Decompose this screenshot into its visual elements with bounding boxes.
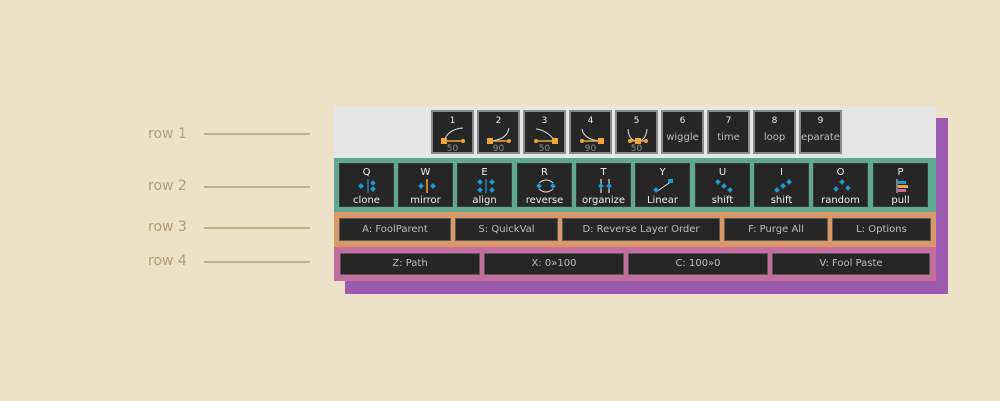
loop-button[interactable]: 8 loop [753, 110, 796, 154]
ease-2-button[interactable]: 2 90 [477, 110, 520, 154]
clone-icon [358, 179, 376, 193]
reverse-layer-order-button[interactable]: D: Reverse Layer Order [562, 218, 720, 241]
zero-to-hundred-button[interactable]: X: 0»100 [484, 253, 624, 275]
organize-icon [598, 179, 612, 193]
time-button[interactable]: 7 time [707, 110, 750, 154]
options-button[interactable]: L: Options [832, 218, 931, 241]
purge-all-button[interactable]: F: Purge All [724, 218, 828, 241]
influence-value: 90 [492, 144, 505, 154]
button-label: clone [353, 195, 380, 206]
ease-out-strong-curve-icon [487, 127, 511, 144]
button-label: loop [763, 132, 786, 143]
ease-5-button[interactable]: 5 50 [615, 110, 658, 154]
ease-in-curve-icon [534, 128, 558, 144]
key-label: 6 [679, 116, 686, 126]
row-4-leader-line [204, 261, 310, 263]
row-4-label: row 4 [148, 253, 187, 269]
button-label: mirror [410, 195, 441, 206]
key-label: 7 [725, 116, 732, 126]
shift-down-icon [715, 179, 733, 193]
fool-parent-button[interactable]: A: FoolParent [339, 218, 451, 241]
influence-value: 50 [630, 144, 643, 154]
separate-dimensions-button[interactable]: 9 eparate D [799, 110, 842, 154]
key-label: O [836, 167, 845, 178]
button-label: pull [891, 195, 910, 206]
align-icon [477, 179, 495, 193]
ease-1-button[interactable]: 1 50 [431, 110, 474, 154]
ease-out-curve-icon [441, 127, 465, 144]
row-3-leader-line [204, 227, 310, 229]
row-3-panel: A: FoolParent S: QuickVal D: Reverse Lay… [334, 212, 936, 247]
row-2-leader-line [204, 186, 310, 188]
button-label: organize [581, 195, 626, 206]
path-button[interactable]: Z: Path [340, 253, 480, 275]
linear-button[interactable]: Y Linear [635, 163, 690, 207]
reverse-icon [536, 179, 556, 193]
shift-up-icon [774, 179, 792, 193]
key-label: I [780, 167, 783, 178]
button-label: shift [711, 195, 734, 206]
wiggle-button[interactable]: 6 wiggle [661, 110, 704, 154]
shift-down-button[interactable]: U shift [695, 163, 750, 207]
align-button[interactable]: E align [457, 163, 512, 207]
key-label: 4 [587, 116, 594, 126]
button-label: Linear [646, 195, 679, 206]
ease-4-button[interactable]: 4 90 [569, 110, 612, 154]
button-label: align [472, 195, 497, 206]
key-label: P [897, 167, 904, 178]
shift-up-button[interactable]: I shift [754, 163, 809, 207]
row-1-label: row 1 [148, 126, 187, 142]
row-2-panel: Q clone W mirror E align R [334, 158, 936, 212]
mirror-button[interactable]: W mirror [398, 163, 453, 207]
ease-in-out-curve-icon [627, 128, 648, 144]
pull-icon [896, 179, 908, 193]
key-label: 2 [495, 116, 502, 126]
key-label: Y [659, 167, 666, 178]
hundred-to-zero-button[interactable]: C: 100»0 [628, 253, 768, 275]
key-label: Q [362, 167, 371, 178]
row-3-label: row 3 [148, 219, 187, 235]
key-label: 5 [633, 116, 640, 126]
button-label: eparate D [801, 132, 840, 143]
random-button[interactable]: O random [813, 163, 868, 207]
random-icon [833, 179, 851, 192]
key-label: E [481, 167, 488, 178]
reverse-button[interactable]: R reverse [517, 163, 572, 207]
key-label: W [420, 167, 431, 178]
ease-3-button[interactable]: 3 50 [523, 110, 566, 154]
key-label: 1 [449, 116, 456, 126]
influence-value: 50 [446, 144, 459, 154]
quick-val-button[interactable]: S: QuickVal [455, 218, 558, 241]
organize-button[interactable]: T organize [576, 163, 631, 207]
key-label: 9 [817, 116, 824, 126]
key-label: U [718, 167, 727, 178]
fool-paste-button[interactable]: V: Fool Paste [772, 253, 930, 275]
row-2-label: row 2 [148, 178, 187, 194]
key-label: T [600, 167, 607, 178]
button-label: wiggle [666, 132, 699, 143]
influence-value: 50 [538, 144, 551, 154]
button-label: time [717, 132, 740, 143]
linear-icon [653, 179, 673, 193]
row-1-leader-line [204, 133, 310, 135]
button-label: random [821, 195, 860, 206]
mirror-icon [418, 179, 436, 193]
influence-value: 90 [584, 144, 597, 154]
button-label: reverse [525, 195, 564, 206]
pull-button[interactable]: P pull [873, 163, 928, 207]
ease-in-strong-curve-icon [580, 128, 604, 144]
row-1-panel: 1 50 2 90 3 50 4 [334, 106, 936, 158]
button-label: shift [770, 195, 793, 206]
row-4-panel: Z: Path X: 0»100 C: 100»0 V: Fool Paste [334, 247, 936, 281]
key-label: 8 [771, 116, 778, 126]
key-label: R [541, 167, 548, 178]
clone-button[interactable]: Q clone [339, 163, 394, 207]
key-label: 3 [541, 116, 548, 126]
